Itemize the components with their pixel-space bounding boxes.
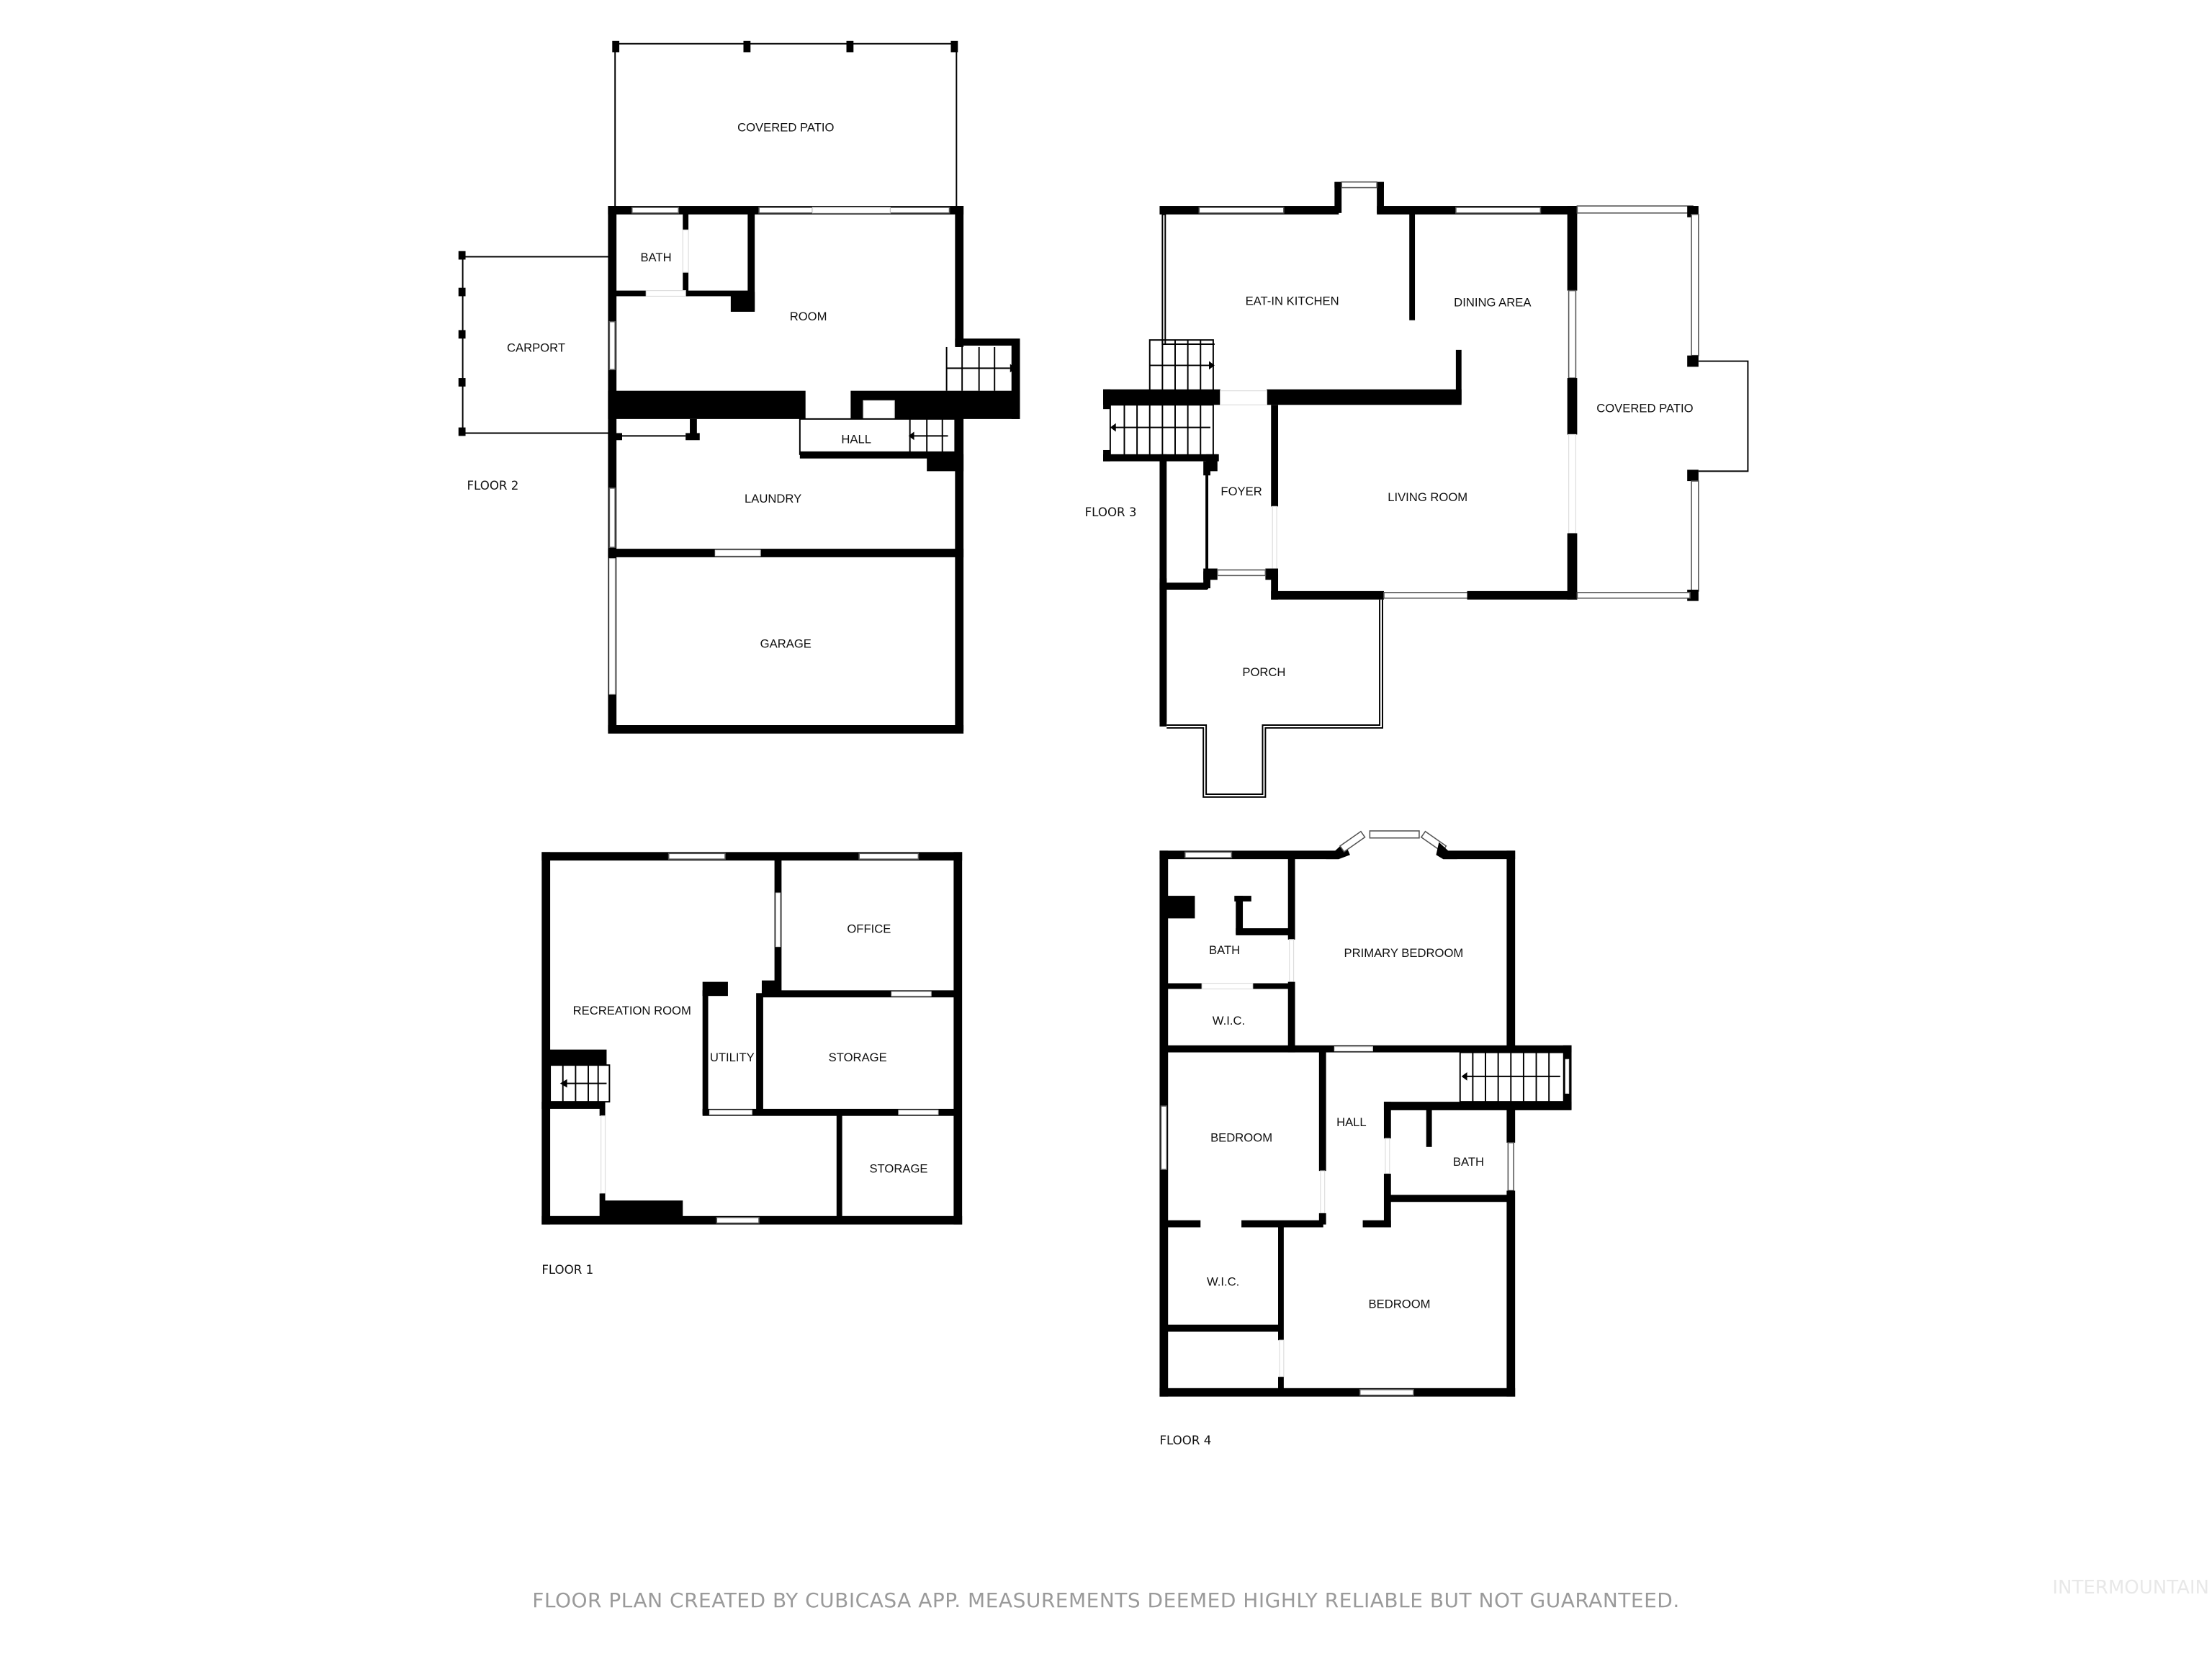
room-label: CARPORT bbox=[507, 341, 565, 354]
room-label: EAT-IN KITCHEN bbox=[1246, 295, 1339, 308]
room-label: HALL bbox=[1336, 1115, 1367, 1129]
room-label: BATH bbox=[640, 251, 671, 264]
room-label: BATH bbox=[1209, 943, 1240, 957]
room-label: GARAGE bbox=[760, 637, 811, 651]
room-label: UTILITY bbox=[710, 1051, 755, 1064]
room-label: PORCH bbox=[1242, 665, 1285, 679]
disclaimer-text: FLOOR PLAN CREATED BY CUBICASA APP. MEAS… bbox=[532, 1588, 1680, 1612]
room-label: W.I.C. bbox=[1213, 1014, 1245, 1028]
room-label: OFFICE bbox=[847, 922, 891, 935]
floor-label: FLOOR 3 bbox=[1085, 505, 1137, 519]
room-label: BATH bbox=[1453, 1155, 1484, 1169]
floor-label: FLOOR 1 bbox=[541, 1263, 593, 1277]
floor-3-plan: EAT-IN KITCHEN DINING AREA COVERED PATIO… bbox=[1085, 181, 1749, 798]
room-label: HALL bbox=[841, 433, 871, 446]
floor-label: FLOOR 2 bbox=[467, 479, 518, 493]
room-label: COVERED PATIO bbox=[737, 121, 834, 135]
room-label: LAUNDRY bbox=[745, 492, 801, 505]
floor-4-plan: BATH PRIMARY BEDROOM W.I.C. BEDROOM HALL… bbox=[1159, 830, 1572, 1447]
room-label: W.I.C. bbox=[1207, 1274, 1239, 1288]
room-label: STORAGE bbox=[829, 1051, 887, 1064]
floor-label: FLOOR 4 bbox=[1159, 1434, 1211, 1447]
room-label: ROOM bbox=[790, 310, 827, 323]
room-label: RECREATION ROOM bbox=[573, 1004, 691, 1017]
room-label: STORAGE bbox=[869, 1162, 927, 1176]
watermark-text: INTERMOUNTAIN bbox=[2052, 1577, 2209, 1599]
room-label: COVERED PATIO bbox=[1596, 402, 1693, 415]
room-label: PRIMARY BEDROOM bbox=[1344, 946, 1463, 960]
floor-2-plan: COVERED PATIO BATH ROOM CARPORT HALL LAU… bbox=[458, 40, 1020, 734]
floor-1-plan: RECREATION ROOM OFFICE UTILITY STORAGE S… bbox=[541, 852, 963, 1277]
room-label: FOYER bbox=[1220, 485, 1262, 498]
room-label: LIVING ROOM bbox=[1388, 490, 1467, 504]
room-label: DINING AREA bbox=[1454, 296, 1532, 310]
room-label: BEDROOM bbox=[1210, 1130, 1272, 1144]
room-label: BEDROOM bbox=[1369, 1298, 1431, 1311]
